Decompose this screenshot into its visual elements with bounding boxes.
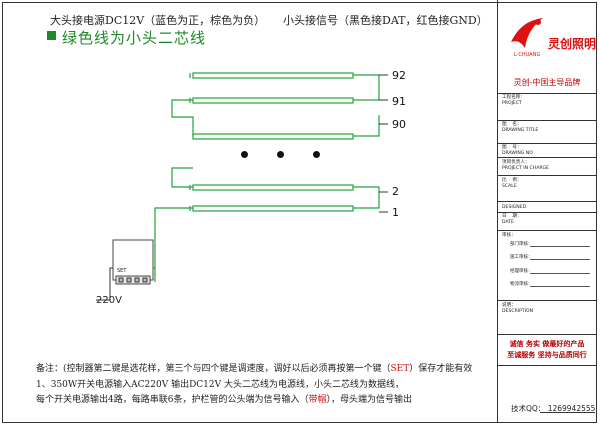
green-legend-swatch: [47, 31, 56, 40]
tube-label-1: 1: [392, 206, 399, 219]
tube-1: [192, 205, 354, 212]
green-wire-title: 绿色线为小头二芯线: [62, 29, 207, 47]
tube-91: [192, 97, 354, 104]
review-dept: 部门审核：: [510, 242, 533, 247]
title-block: [497, 0, 598, 423]
brand-english: L·CHUANG: [514, 52, 541, 58]
brand-slogan: 灵创-中国主导品牌: [513, 78, 581, 87]
in-charge-label: 项目负责人： PROJECT IN CHARGE: [502, 160, 550, 171]
note-text: ），母头端为信号输出: [326, 395, 412, 405]
tube-label-2: 2: [392, 185, 399, 198]
tube-wiring-svg: [96, 72, 388, 301]
review-manager: 经理审核：: [510, 269, 533, 274]
review-logistics: 物流审核：: [510, 282, 533, 287]
link-91-90: [171, 99, 194, 136]
date-label: 日 期： DATE: [502, 214, 522, 225]
description-label: 说明： DESCRIPTION: [502, 303, 534, 314]
note-text: ）保存才能有效: [409, 364, 473, 374]
tube-label-91: 91: [392, 95, 406, 108]
brand-logo-icon: [511, 18, 543, 48]
note-line-3: 每个开关电源输出4路，每路串联6条，护栏管的公头端为信号输入（带帽），母头端为信…: [36, 394, 412, 406]
controller-set-label: SET: [117, 268, 127, 274]
drawing-title-label: 图 名： DRAWING TITLE: [502, 122, 539, 133]
link-2-1: [353, 186, 380, 209]
input-voltage-label: 220V: [96, 295, 122, 306]
tube-92: [192, 72, 354, 79]
tube-2: [192, 184, 354, 191]
tube-label-90: 90: [392, 118, 406, 131]
note-set-key: SET: [390, 364, 410, 374]
project-label: 工程名称： PROJECT: [502, 95, 525, 106]
note-text: 备注：(控制器第二键是选花样，第三个与四个键是调速度，调好以后必须再按第一个键（: [36, 364, 391, 374]
note-line-1: 备注：(控制器第二键是选花样，第三个与四个键是调速度，调好以后必须再按第一个键（…: [36, 363, 472, 375]
link-90-up: [353, 115, 380, 137]
link-into-2: [171, 167, 193, 188]
header-power-note: 大头接电源DC12V（蓝色为正，棕色为负）: [50, 14, 266, 27]
note-cap-word: 带帽: [308, 395, 327, 405]
review-label: 审核：: [502, 233, 516, 238]
dot: [277, 151, 284, 158]
header-signal-note: 小头接信号（黑色接DAT，红色接GND）: [283, 14, 488, 27]
drawing-no-label: 图 号： DRAWING NO: [502, 145, 533, 156]
dot: [313, 151, 320, 158]
dot: [241, 151, 248, 158]
feed-wire: [154, 207, 193, 282]
slogan-line-1: 诚信 务实 做最好的产品: [509, 340, 585, 348]
designed-label: DESIGNED: [502, 205, 527, 210]
controller-box: [112, 239, 154, 281]
tech-qq: 技术QQ： 1269942555: [511, 404, 596, 413]
review-construction: 施工审核：: [510, 255, 533, 260]
slogan-line-2: 至诚服务 坚持与品质同行: [507, 351, 587, 359]
note-line-2: 1、350W开关电源输入AC220V 输出DC12V 大头二芯线为电源线，小头二…: [36, 380, 404, 390]
note-text: 每个开关电源输出4路，每路串联6条，护栏管的公头端为信号输入（: [36, 395, 309, 405]
scale-label: 比 例： SCALE: [502, 178, 522, 189]
brand-name: 灵创照明: [548, 37, 597, 51]
tube-90: [192, 133, 354, 140]
tube-label-92: 92: [392, 69, 406, 82]
link-92-91: [353, 74, 380, 101]
